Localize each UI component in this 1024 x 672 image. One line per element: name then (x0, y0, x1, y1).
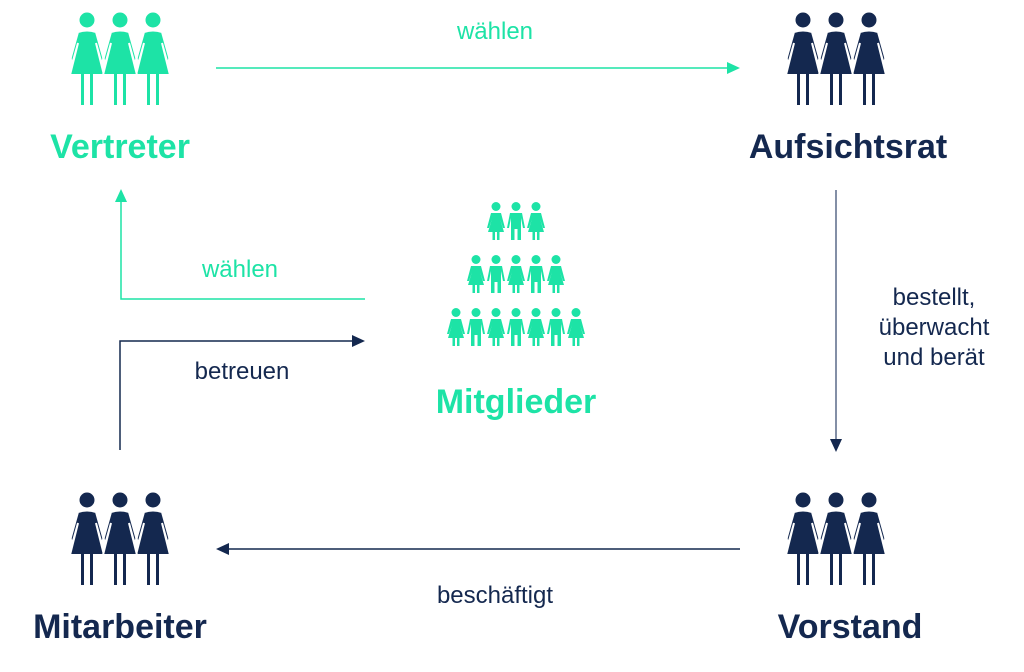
arrow-vorstand-to-mitarbeiter (216, 543, 740, 555)
man-figure-icon (507, 202, 525, 240)
vorstand-group-icon (785, 490, 887, 587)
edge-label-mitglieder-vertreter: wählen (201, 256, 279, 283)
woman-figure-icon (487, 202, 505, 240)
woman-figure-icon (547, 255, 565, 293)
man-figure-icon (507, 308, 525, 346)
woman-figure-icon (467, 255, 485, 293)
arrow-mitarbeiter-to-mitglieder (119, 335, 365, 450)
mitarbeiter-group-icon (69, 490, 171, 587)
edge-label-line: überwacht (878, 314, 990, 341)
arrowhead-down-icon (830, 439, 842, 452)
arrow-mitglieder-to-vertreter (115, 189, 365, 300)
edge-label-line: und berät (883, 344, 985, 371)
arrowhead-right-icon (352, 335, 365, 347)
man-figure-icon (467, 308, 485, 346)
arrowhead-right-icon (727, 62, 740, 74)
arrow-vertreter-to-aufsichtsrat (216, 62, 740, 74)
node-label-mitarbeiter: Mitarbeiter (33, 608, 207, 646)
vertreter-group-icon (69, 10, 171, 107)
woman-figure-icon (447, 308, 465, 346)
edge-label-aufsichtsrat-vorstand: bestellt, überwacht und berät (850, 283, 1018, 373)
node-label-vertreter: Vertreter (50, 128, 190, 166)
arrowhead-up-icon (115, 189, 127, 202)
edge-label-vertreter-aufsichtsrat: wählen (456, 18, 534, 45)
woman-figure-icon (507, 255, 525, 293)
arrowhead-left-icon (216, 543, 229, 555)
mitglieder-pyramid-icon (447, 202, 585, 346)
man-figure-icon (487, 255, 505, 293)
man-figure-icon (547, 308, 565, 346)
woman-figure-icon (567, 308, 585, 346)
node-label-vorstand: Vorstand (777, 608, 923, 646)
woman-figure-icon (527, 202, 545, 240)
woman-figure-icon (527, 308, 545, 346)
node-label-aufsichtsrat: Aufsichtsrat (748, 128, 948, 166)
aufsichtsrat-group-icon (785, 10, 887, 107)
arrow-aufsichtsrat-to-vorstand (830, 190, 842, 452)
edge-label-mitarbeiter-mitglieder: betreuen (194, 358, 290, 385)
edge-label-line: bestellt, (892, 284, 976, 311)
edge-label-vorstand-mitarbeiter: beschäftigt (436, 582, 554, 609)
node-label-mitglieder: Mitglieder (435, 383, 597, 421)
woman-figure-icon (487, 308, 505, 346)
man-figure-icon (527, 255, 545, 293)
